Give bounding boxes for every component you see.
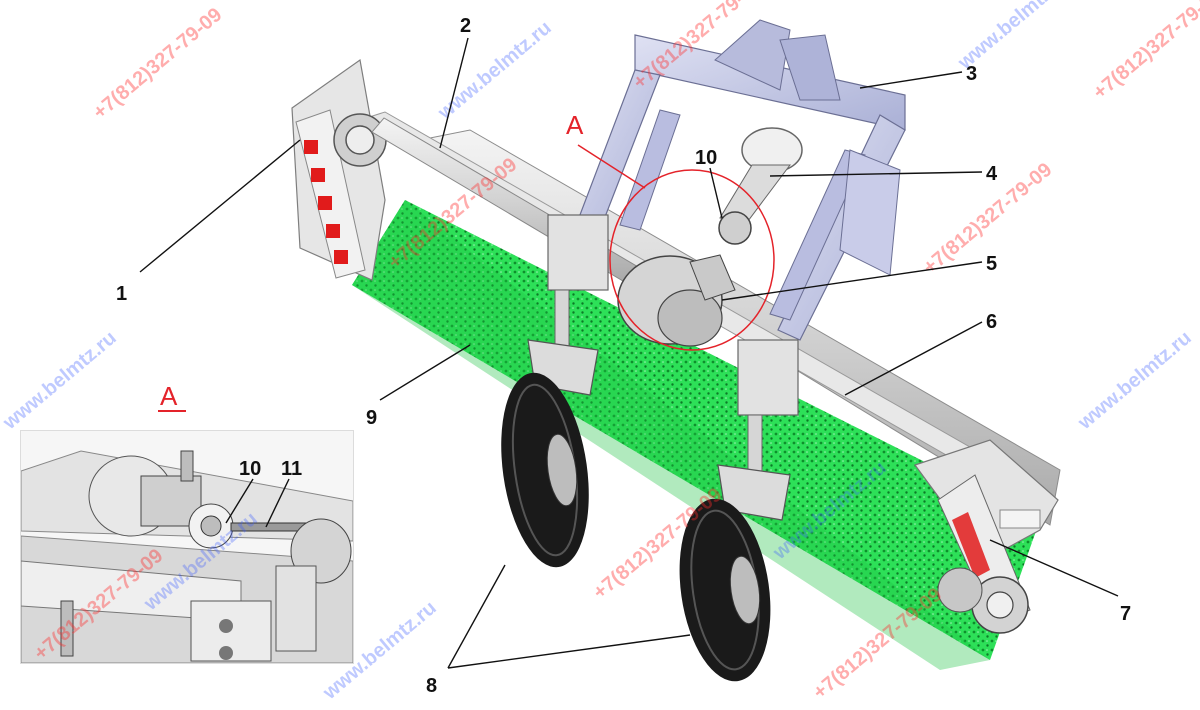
inset-callout-11: 11 [281,458,302,480]
detail-circle-a [577,144,775,351]
section-label-a: A [566,110,584,140]
hitch-frame [574,19,906,341]
right-end-plate [914,439,1059,634]
inset-label-a: A [160,381,178,411]
callout-8: 8 [426,675,437,697]
brush-roll [352,200,1040,670]
callout-7: 7 [1120,603,1131,625]
callout-10: 10 [695,147,717,169]
inset-detail-a: 10 11 +7(812)327-79-09 www.belmtz.ru [20,430,354,665]
watermark-site: www.belmtz.ru [1073,327,1195,435]
callout-2: 2 [460,15,471,37]
callout-4: 4 [986,163,998,185]
inset-callout-10: 10 [239,458,261,480]
wheel-right [679,498,771,682]
watermark-site: www.belmtz.ru [0,327,121,435]
callout-1: 1 [116,283,127,305]
watermark-phone: +7(812)327-79-09 [89,4,226,124]
wheel-left [501,372,589,568]
callout-3: 3 [966,63,977,85]
wheel-bracket-right [717,339,799,521]
watermark-site: www.belmtz.ru [433,17,555,125]
left-end-plate [291,58,387,281]
inset-label-wrap: A [158,381,186,412]
callout-6: 6 [986,311,997,333]
pto-shaft [718,127,803,245]
watermark-phone: +7(812)327-79-09 [1089,0,1200,104]
gearbox [617,254,736,347]
inset-drawing: 10 11 +7(812)327-79-09 www.belmtz.ru [20,450,354,665]
callout-9: 9 [366,407,377,429]
callout-5: 5 [986,253,997,275]
leader-lines [139,37,1119,669]
